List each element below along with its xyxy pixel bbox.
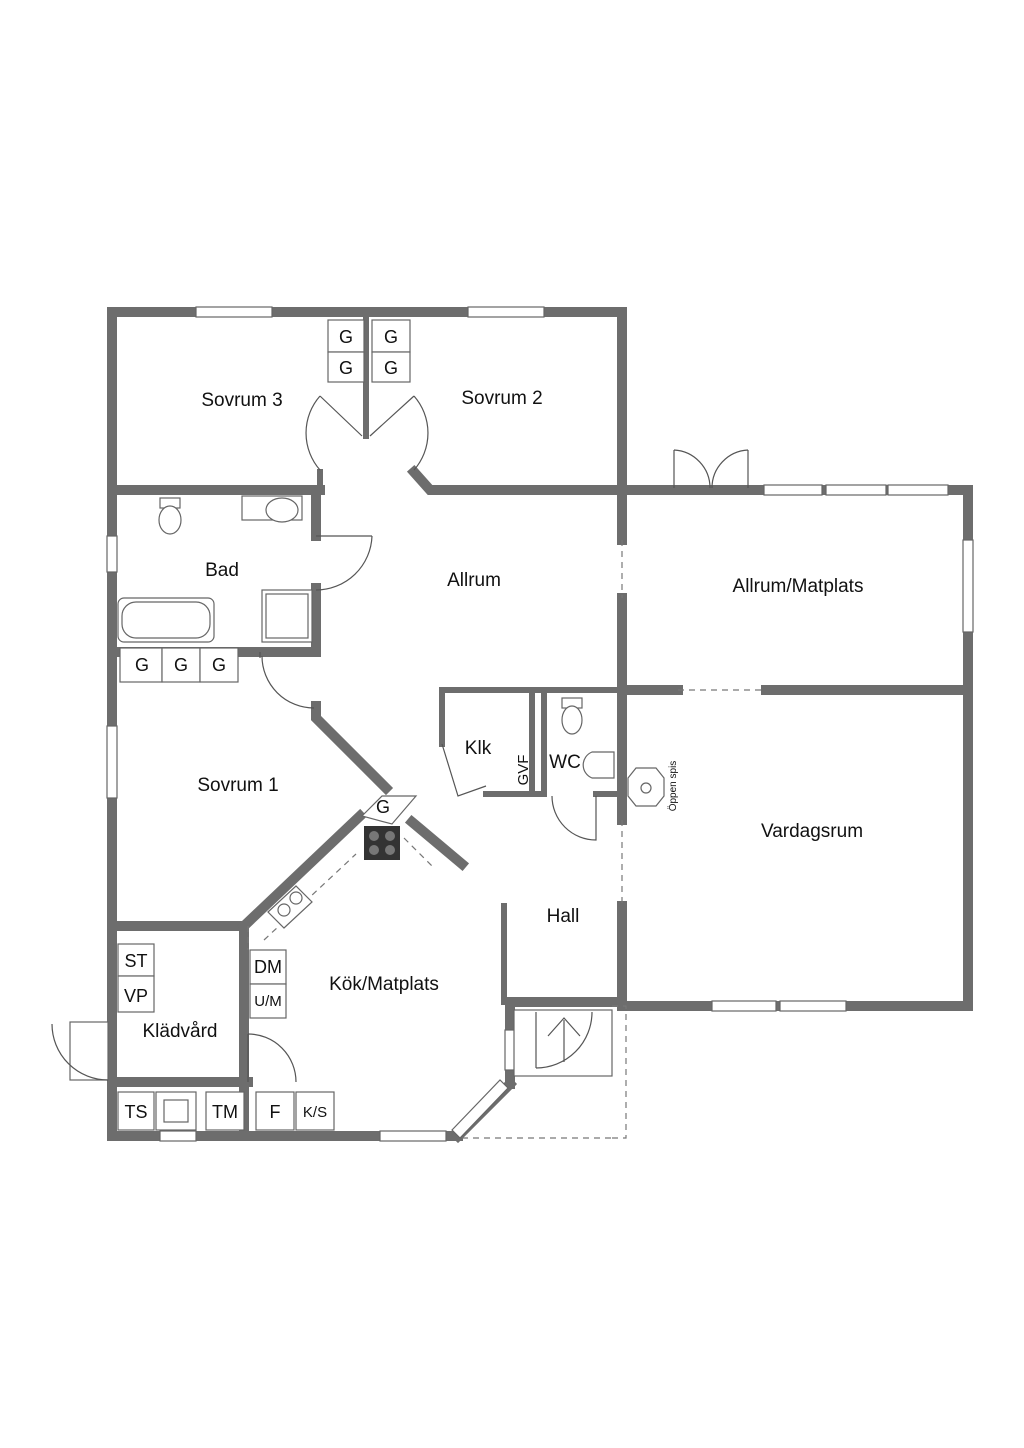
room-label-kladvard: Klädvård: [143, 1021, 218, 1042]
window: [779, 1000, 847, 1012]
ks-label: K/S: [303, 1104, 327, 1121]
room-label-allrum: Allrum: [447, 570, 501, 591]
room-label-bad: Bad: [205, 560, 239, 581]
window: [711, 1000, 777, 1012]
gvf-label: GVF: [515, 755, 532, 786]
fixture-labels: G G G G G G G G GVF ST VP DM U/M TS TM F…: [124, 327, 679, 1122]
window: [825, 484, 887, 496]
window: [962, 539, 974, 633]
f-label: F: [270, 1102, 281, 1122]
wardrobe-label: G: [135, 655, 149, 675]
fixtures: [117, 319, 665, 1131]
room-label-sovrum2: Sovrum 2: [461, 388, 542, 409]
wardrobe-label: G: [174, 655, 188, 675]
window: [379, 1130, 447, 1142]
doors: [51, 395, 749, 1083]
ts-label: TS: [124, 1102, 147, 1122]
window: [451, 1079, 509, 1139]
vp-label: VP: [124, 986, 148, 1006]
window: [887, 484, 949, 496]
wardrobe-label: G: [384, 358, 398, 378]
dm-label: DM: [254, 957, 282, 977]
window: [106, 725, 118, 799]
wardrobe-label: G: [212, 655, 226, 675]
room-label-kok-matplats: Kök/Matplats: [329, 974, 439, 995]
room-label-wc: WC: [549, 752, 581, 773]
wardrobe-label: G: [339, 327, 353, 347]
room-label-allrum-matplats: Allrum/Matplats: [733, 576, 864, 597]
wardrobe-label: G: [384, 327, 398, 347]
window: [763, 484, 823, 496]
openings: [247, 540, 766, 1139]
fireplace-label: Öppen spis: [667, 761, 679, 812]
room-label-sovrum1: Sovrum 1: [197, 775, 278, 796]
room-label-hall: Hall: [547, 906, 580, 927]
window: [195, 306, 273, 318]
room-label-sovrum3: Sovrum 3: [201, 390, 282, 411]
wardrobe-label: G: [376, 797, 390, 817]
st-label: ST: [124, 951, 147, 971]
window: [159, 1130, 197, 1142]
interior-walls: [111, 313, 969, 1141]
windows: [106, 306, 974, 1142]
wardrobe-label: G: [339, 358, 353, 378]
um-label: U/M: [254, 993, 282, 1010]
window: [467, 306, 545, 318]
tm-label: TM: [212, 1102, 238, 1122]
window: [106, 535, 118, 573]
room-label-klk: Klk: [465, 738, 492, 759]
room-label-vardagsrum: Vardagsrum: [761, 821, 863, 842]
room-labels: Sovrum 3 Sovrum 2 Bad Allrum Allrum/Matp…: [143, 388, 864, 1042]
